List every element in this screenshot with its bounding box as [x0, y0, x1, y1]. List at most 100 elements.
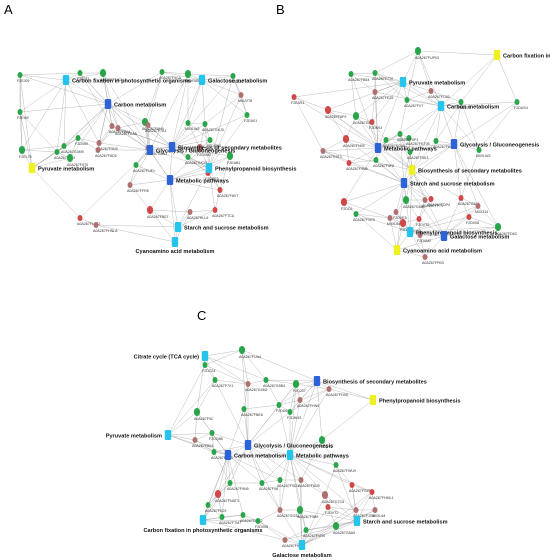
protein-node	[241, 406, 247, 412]
edge-protein-pathway	[295, 380, 318, 385]
edge-protein-protein	[405, 199, 420, 220]
pathway-label: Glycolysis / Gluconeogenesis	[460, 143, 539, 149]
edge-protein-pathway	[301, 494, 326, 546]
edge-protein-pathway	[289, 439, 323, 456]
protein-label: A0A267FGZ5	[349, 489, 371, 493]
edge-protein-protein	[418, 198, 432, 220]
edge-protein-protein	[204, 364, 216, 381]
edge-protein-protein	[98, 127, 119, 144]
edge-pathway-pathway	[169, 167, 210, 181]
pathway-label: Carbon metabolism	[114, 103, 166, 109]
protein-label: A0A267FB07	[147, 215, 168, 219]
pathway-label: Pyruvate metabolism	[409, 81, 465, 87]
protein-label: F2EJ09	[17, 79, 29, 83]
edge-protein-pathway	[348, 162, 405, 184]
protein-node	[205, 502, 211, 508]
protein-label: A0A267FTM7	[219, 521, 241, 525]
protein-node	[318, 436, 326, 444]
protein-label: F2DX08	[466, 221, 479, 225]
protein-node	[146, 206, 154, 214]
edge-pathway-pathway	[411, 169, 445, 237]
protein-label: A0A267FB64	[192, 444, 213, 448]
edge-protein-pathway	[167, 411, 198, 436]
edge-protein-protein	[295, 383, 330, 390]
protein-label: A0A267G7C5	[322, 500, 344, 504]
edge-protein-protein	[19, 72, 81, 76]
protein-node	[211, 449, 217, 455]
edge-pathway-pathway	[167, 434, 229, 456]
edge-protein-pathway	[496, 54, 518, 103]
protein-label: A0A267G8A5	[333, 531, 355, 535]
protein-label: A0A267F7T0	[372, 77, 393, 81]
edge-protein-pathway	[411, 140, 437, 171]
protein-node	[349, 482, 355, 488]
edge-protein-protein	[419, 234, 426, 258]
protein-label: A0A267F9P1	[397, 138, 418, 142]
pathway-label: Biosynthesis of secondary metabolites	[418, 169, 522, 175]
edge-protein-protein	[97, 125, 113, 151]
edge-pathway-pathway	[247, 444, 291, 456]
edge-protein-pathway	[289, 454, 337, 466]
protein-node	[407, 149, 413, 155]
edge-protein-pathway	[221, 454, 229, 518]
edge-protein-pathway	[355, 213, 398, 251]
protein-node	[196, 144, 204, 152]
edge-protein-pathway	[241, 349, 249, 446]
edge-protein-pathway	[77, 103, 109, 139]
edge-protein-pathway	[418, 218, 445, 237]
edge-protein-protein	[385, 137, 410, 141]
edge-protein-pathway	[95, 224, 176, 243]
edge-protein-protein	[300, 479, 326, 496]
edge-protein-pathway	[293, 81, 404, 98]
edge-protein-protein	[345, 138, 350, 164]
edge-protein-protein	[199, 123, 206, 149]
pathway-label: Biosynthesis of secondary metabolites	[178, 146, 282, 152]
edge-pathway-pathway	[169, 179, 179, 228]
edge-protein-protein	[214, 189, 221, 211]
protein-node	[353, 507, 359, 513]
pathway-label: Metabolic pathways	[384, 147, 437, 153]
protein-label: A0A267G8J4	[458, 202, 479, 206]
edge-protein-pathway	[201, 79, 242, 96]
edge-protein-protein	[322, 138, 347, 152]
protein-node	[193, 408, 201, 416]
edge-protein-pathway	[171, 123, 206, 148]
protein-label: A0A267G8J4	[353, 121, 374, 125]
protein-label: F2EI49	[17, 116, 29, 120]
protein-node	[475, 203, 481, 209]
protein-node	[276, 402, 282, 408]
protein-node	[297, 397, 303, 403]
protein-node	[77, 70, 83, 76]
edge-protein-protein	[477, 205, 499, 228]
protein-label: A0A267FVE9	[353, 218, 375, 222]
edge-protein-pathway	[435, 105, 442, 142]
pathway-node	[440, 231, 448, 241]
edge-protein-pathway	[453, 101, 462, 145]
edge-layer	[167, 349, 376, 546]
protein-label: F2DU67	[276, 409, 289, 413]
edge-protein-protein	[204, 364, 249, 385]
edge-protein-pathway	[69, 103, 109, 159]
protein-label: A0A267FNAT3	[215, 499, 239, 503]
protein-label: A0A267F8H9	[142, 127, 164, 131]
edge-protein-protein	[265, 379, 280, 406]
protein-label: M0XJ14	[475, 210, 488, 214]
edge-pathway-pathway	[377, 143, 455, 149]
protein-label: A0A267FD63	[495, 232, 517, 236]
protein-node	[333, 462, 339, 468]
edge-protein-pathway	[107, 71, 163, 105]
edge-protein-protein	[211, 432, 215, 453]
protein-label: F2DHM3	[287, 416, 301, 420]
edge-protein-pathway	[385, 139, 413, 171]
protein-node	[209, 430, 215, 436]
protein-node	[244, 112, 250, 118]
edge-protein-pathway	[243, 408, 249, 446]
pathway-label: Cyanoamino acid metabolism	[403, 249, 482, 255]
edge-protein-pathway	[227, 454, 263, 484]
edge-pathway-pathway	[377, 147, 405, 184]
edge-protein-pathway	[443, 197, 462, 237]
edge-protein-pathway	[171, 73, 189, 148]
edge-protein-pathway	[247, 411, 291, 446]
edge-protein-pathway	[167, 432, 213, 436]
edge-protein-pathway	[19, 111, 33, 169]
